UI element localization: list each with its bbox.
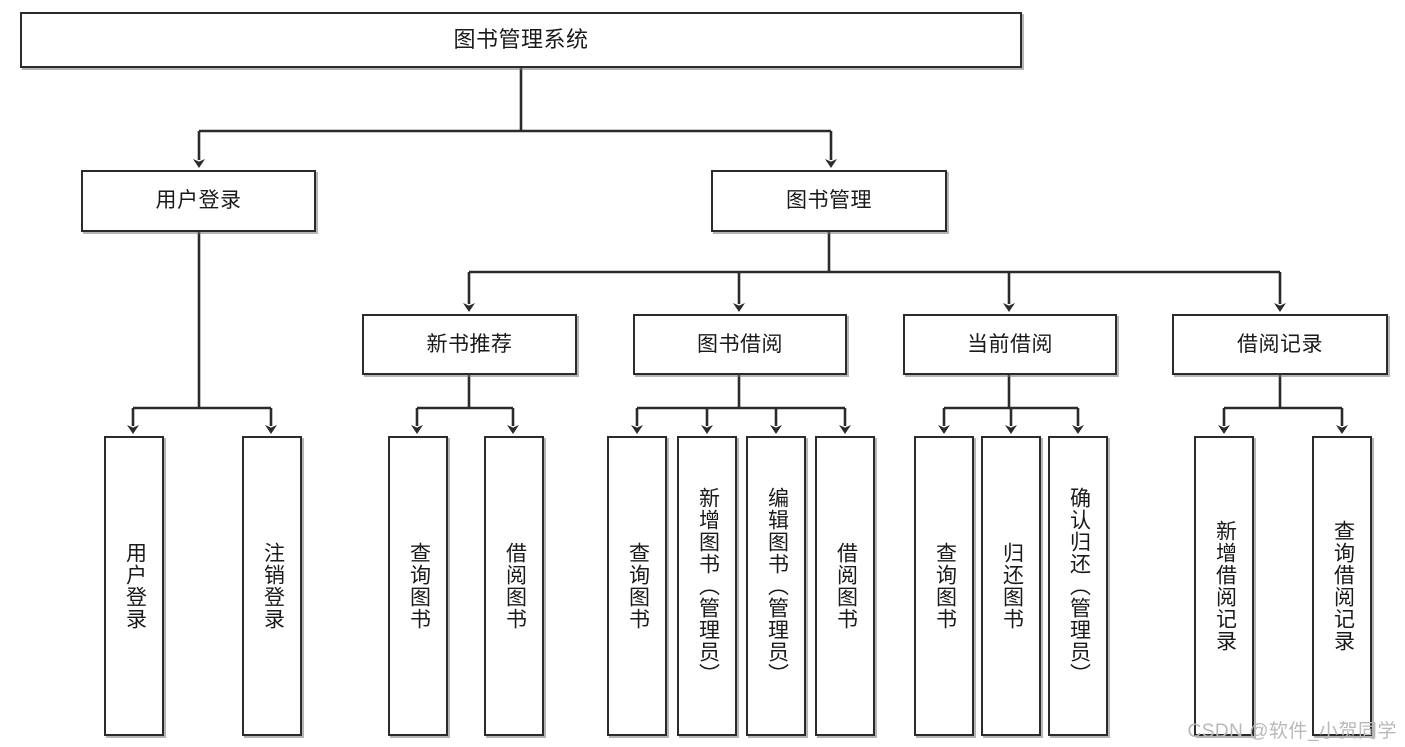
node-label: 查询图书 [407, 542, 431, 630]
node-label: 编辑图书（管理员） [765, 487, 789, 685]
leaf-current-confirm-return-admin[interactable]: 确认归还（管理员） [1048, 436, 1108, 736]
leaf-record-add-borrow-record[interactable]: 新增借阅记录 [1194, 436, 1254, 736]
node-label: 新增图书（管理员） [696, 487, 720, 685]
node-label: 图书借阅 [697, 332, 783, 356]
node-label: 用户登录 [155, 189, 242, 213]
node-label: 注销登录 [261, 542, 285, 630]
leaf-borrow-borrow-book[interactable]: 借阅图书 [815, 436, 875, 736]
node-label: 新增借阅记录 [1213, 520, 1237, 652]
node-label: 借阅图书 [834, 542, 858, 630]
node-label: 图书管理 [786, 189, 872, 213]
node-label: 新书推荐 [426, 332, 513, 356]
leaf-logout[interactable]: 注销登录 [242, 436, 302, 736]
watermark-text: CSDN @软件_小贺同学 [1187, 721, 1397, 742]
node-label: 用户登录 [123, 542, 147, 630]
leaf-new-book-query-book[interactable]: 查询图书 [388, 436, 448, 736]
node-label: 当前借阅 [967, 332, 1053, 356]
node-label: 借阅记录 [1237, 332, 1323, 356]
leaf-record-query-borrow-record[interactable]: 查询借阅记录 [1312, 436, 1372, 736]
node-label: 归还图书 [1000, 542, 1024, 630]
node-label: 图书管理系统 [453, 26, 589, 52]
node-user-login[interactable]: 用户登录 [81, 170, 316, 232]
node-current-borrow[interactable]: 当前借阅 [903, 314, 1117, 375]
node-label: 查询借阅记录 [1331, 520, 1355, 652]
node-book-borrow[interactable]: 图书借阅 [633, 314, 847, 375]
leaf-borrow-query-book[interactable]: 查询图书 [607, 436, 667, 736]
leaf-borrow-add-book-admin[interactable]: 新增图书（管理员） [677, 436, 737, 736]
leaf-borrow-edit-book-admin[interactable]: 编辑图书（管理员） [746, 436, 806, 736]
node-book-management-system[interactable]: 图书管理系统 [20, 12, 1022, 68]
leaf-current-query-book[interactable]: 查询图书 [914, 436, 974, 736]
node-label: 查询图书 [626, 542, 650, 630]
leaf-current-return-book[interactable]: 归还图书 [981, 436, 1041, 736]
node-new-book-recommend[interactable]: 新书推荐 [362, 314, 577, 375]
leaf-new-book-borrow-book[interactable]: 借阅图书 [484, 436, 544, 736]
leaf-user-login[interactable]: 用户登录 [104, 436, 164, 736]
node-label: 确认归还（管理员） [1067, 487, 1091, 685]
node-label: 查询图书 [933, 542, 957, 630]
node-book-management[interactable]: 图书管理 [711, 170, 947, 232]
node-borrow-record[interactable]: 借阅记录 [1172, 314, 1388, 375]
node-label: 借阅图书 [503, 542, 527, 630]
